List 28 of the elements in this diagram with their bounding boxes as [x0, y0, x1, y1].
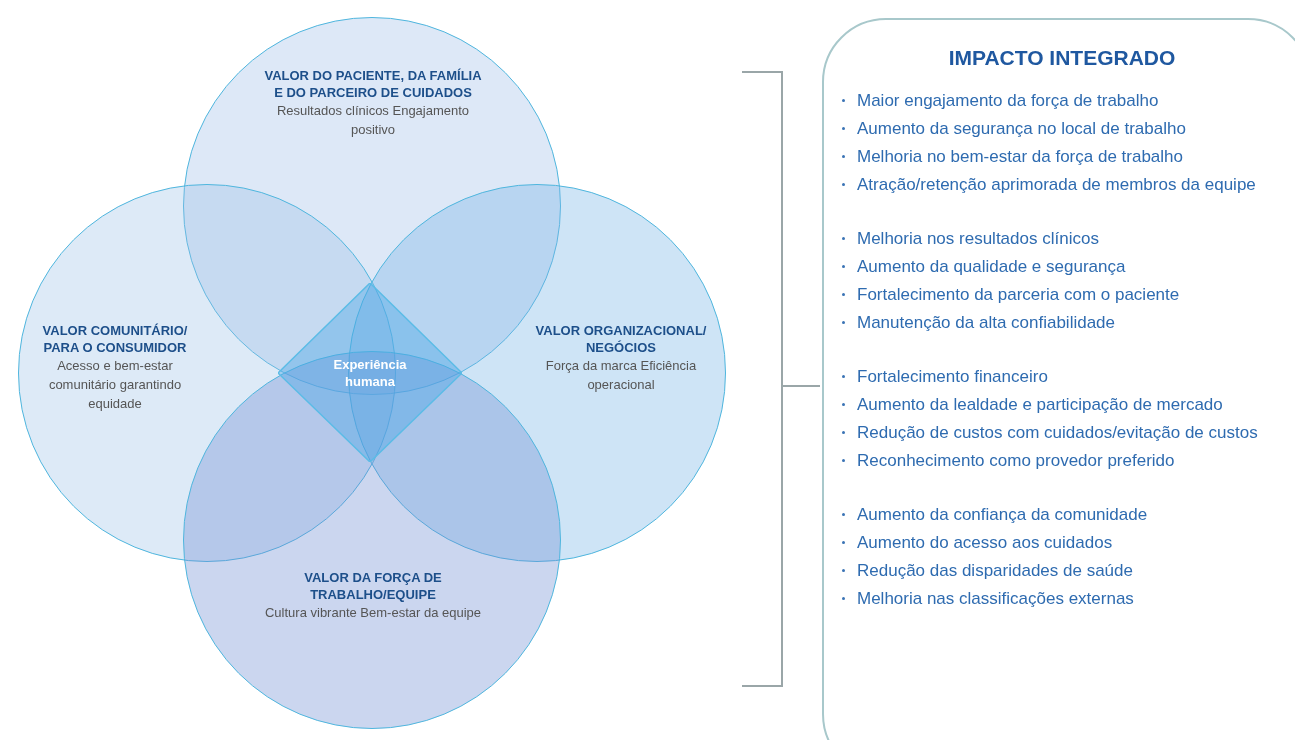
- circle-description: Resultados clínicos Engajamento positivo: [275, 102, 471, 139]
- circle-heading: VALOR COMUNITÁRIO/ PARA O CONSUMIDOR: [41, 322, 189, 356]
- impact-item: Fortalecimento da parceria com o paciente: [857, 283, 1181, 306]
- circle-description: Cultura vibrante Bem-estar da equipe: [264, 604, 482, 622]
- impact-item: Fortalecimento financeiro: [857, 365, 1049, 388]
- circle-heading: VALOR ORGANIZACIONAL/ NEGÓCIOS: [534, 322, 708, 356]
- impact-item: Maior engajamento da força de trabalho: [857, 89, 1160, 112]
- impact-item: Redução de custos com cuidados/evitação de custos: [857, 421, 1259, 444]
- impact-item: Aumento da confiança da comunidade: [857, 503, 1149, 526]
- impact-item: Atração/retenção aprimorada de membros da equipe: [857, 173, 1257, 196]
- impact-item: Manutenção da alta confiabilidade: [857, 311, 1117, 334]
- panel-title: IMPACTO INTEGRADO: [947, 45, 1177, 71]
- impact-item: Redução das disparidades de saúde: [857, 559, 1134, 582]
- circle-heading: VALOR DO PACIENTE, DA FAMÍLIA E DO PARCEIRO DE CUIDADOS: [263, 67, 483, 101]
- center-diamond: [278, 283, 462, 462]
- circle-heading: VALOR DA FORÇA DE TRABALHO/EQUIPE: [303, 569, 443, 603]
- impact-item: Melhoria nas classificações externas: [857, 587, 1135, 610]
- impact-item: Aumento da segurança no local de trabalho: [857, 117, 1187, 140]
- impact-item: Aumento da qualidade e segurança: [857, 255, 1127, 278]
- impact-item: Aumento do acesso aos cuidados: [857, 531, 1114, 554]
- circle-description: Acesso e bem-estar comunitário garantindo equidade: [47, 357, 183, 413]
- center-label: Experiência humana: [332, 355, 408, 390]
- impact-item: Melhoria no bem-estar da força de trabalho: [857, 145, 1184, 168]
- impact-panel: [822, 18, 1295, 740]
- circle-description: Força da marca Eficiência operacional: [544, 357, 698, 394]
- impact-item: Melhoria nos resultados clínicos: [857, 227, 1100, 250]
- impact-item: Aumento da lealdade e participação de mercado: [857, 393, 1224, 416]
- impact-item: Reconhecimento como provedor preferido: [857, 449, 1176, 472]
